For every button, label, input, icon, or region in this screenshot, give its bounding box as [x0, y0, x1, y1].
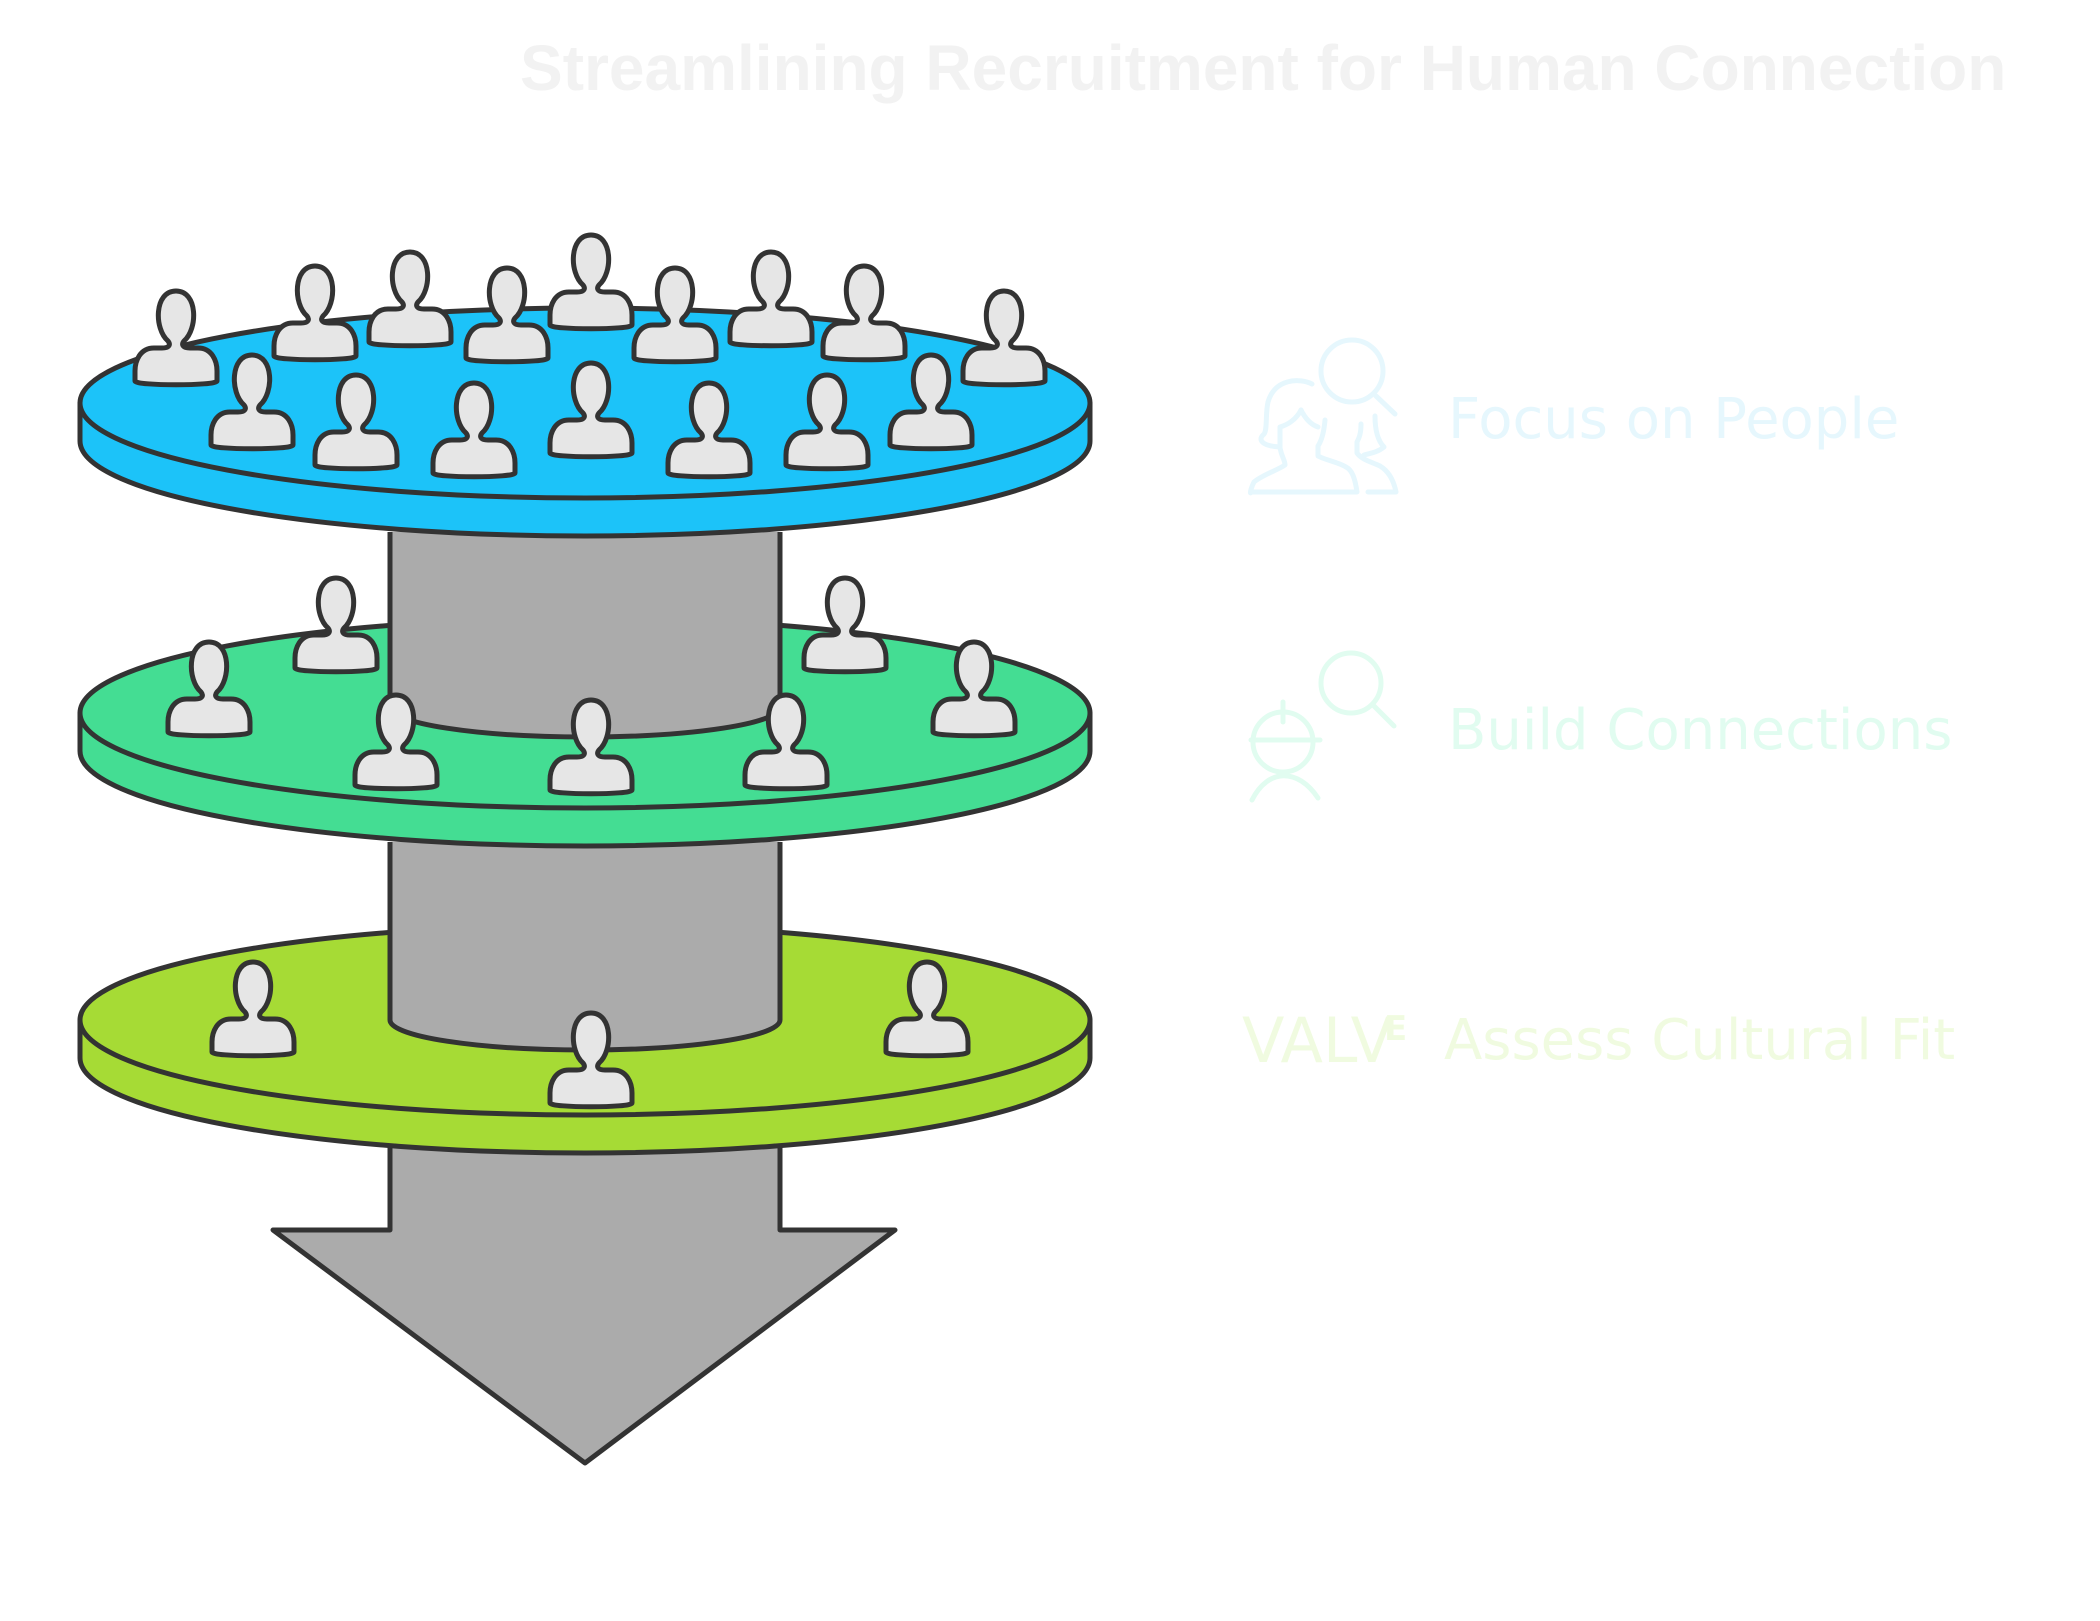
person-icon [165, 639, 253, 739]
person-icon [783, 372, 871, 472]
person-shape [366, 249, 454, 349]
person-shape [883, 959, 971, 1059]
legend-item-assess-cultural-fit: VALV E Assess Cultural Fit [1242, 1004, 1955, 1077]
person-icon [547, 232, 635, 332]
person-icon [727, 249, 815, 349]
person-icon [463, 265, 551, 365]
person-shape [547, 360, 635, 460]
person-icon [930, 639, 1018, 739]
person-icon [547, 1010, 635, 1110]
person-shape [887, 352, 975, 452]
legend-label-assess-cultural-fit: Assess Cultural Fit [1444, 1008, 1955, 1073]
person-icon [208, 352, 296, 452]
diagram-title: Streamlining Recruitment for Human Conne… [520, 32, 2006, 104]
legend-label-focus-on-people: Focus on People [1448, 387, 1899, 452]
person-icon [366, 249, 454, 349]
person-shape [631, 265, 719, 365]
person-shape [547, 1010, 635, 1110]
person-shape [742, 692, 830, 792]
down-arrow [270, 1112, 898, 1466]
person-shape [930, 639, 1018, 739]
person-icon [547, 360, 635, 460]
legend-item-build-connections: Build Connections [1248, 650, 1952, 803]
person-icon [631, 265, 719, 365]
person-shape [430, 380, 518, 480]
person-icon [742, 692, 830, 792]
values-icon-text: VALV [1242, 1004, 1393, 1077]
person-shape [820, 263, 908, 363]
person-icon [132, 288, 220, 388]
person-shape [547, 232, 635, 332]
person-shape [132, 288, 220, 388]
person-icon [960, 288, 1048, 388]
people-group-focus-on-people [132, 232, 1048, 480]
funnel-graphic [77, 232, 1093, 1466]
values-icon-sup: E [1384, 1009, 1407, 1049]
person-shape [783, 372, 871, 472]
person-icon [665, 380, 753, 480]
person-shape [208, 352, 296, 452]
values-icon: VALV E [1242, 1004, 1407, 1077]
person-icon [209, 959, 297, 1059]
person-shape [352, 692, 440, 792]
people-group-assess-cultural-fit [209, 959, 971, 1110]
person-icon [887, 352, 975, 452]
people-search-icon [1247, 337, 1399, 496]
legend-item-focus-on-people: Focus on People [1247, 337, 1899, 496]
person-shape [665, 380, 753, 480]
person-shape [209, 959, 297, 1059]
person-icon [352, 692, 440, 792]
person-shape [727, 249, 815, 349]
people-group-build-connections-back [292, 575, 889, 675]
person-icon [883, 959, 971, 1059]
person-icon [292, 575, 380, 675]
person-shape [165, 639, 253, 739]
person-icon [820, 263, 908, 363]
person-shape [463, 265, 551, 365]
person-shape [292, 575, 380, 675]
person-icon [430, 380, 518, 480]
person-icon [547, 697, 635, 797]
people-group-build-connections [165, 639, 1018, 797]
person-shape [960, 288, 1048, 388]
worker-search-icon [1248, 650, 1397, 803]
person-shape [801, 575, 889, 675]
person-shape [271, 263, 359, 363]
person-shape [312, 372, 400, 472]
person-icon [801, 575, 889, 675]
person-shape [547, 697, 635, 797]
legend-label-build-connections: Build Connections [1448, 698, 1952, 763]
person-icon [271, 263, 359, 363]
person-icon [312, 372, 400, 472]
